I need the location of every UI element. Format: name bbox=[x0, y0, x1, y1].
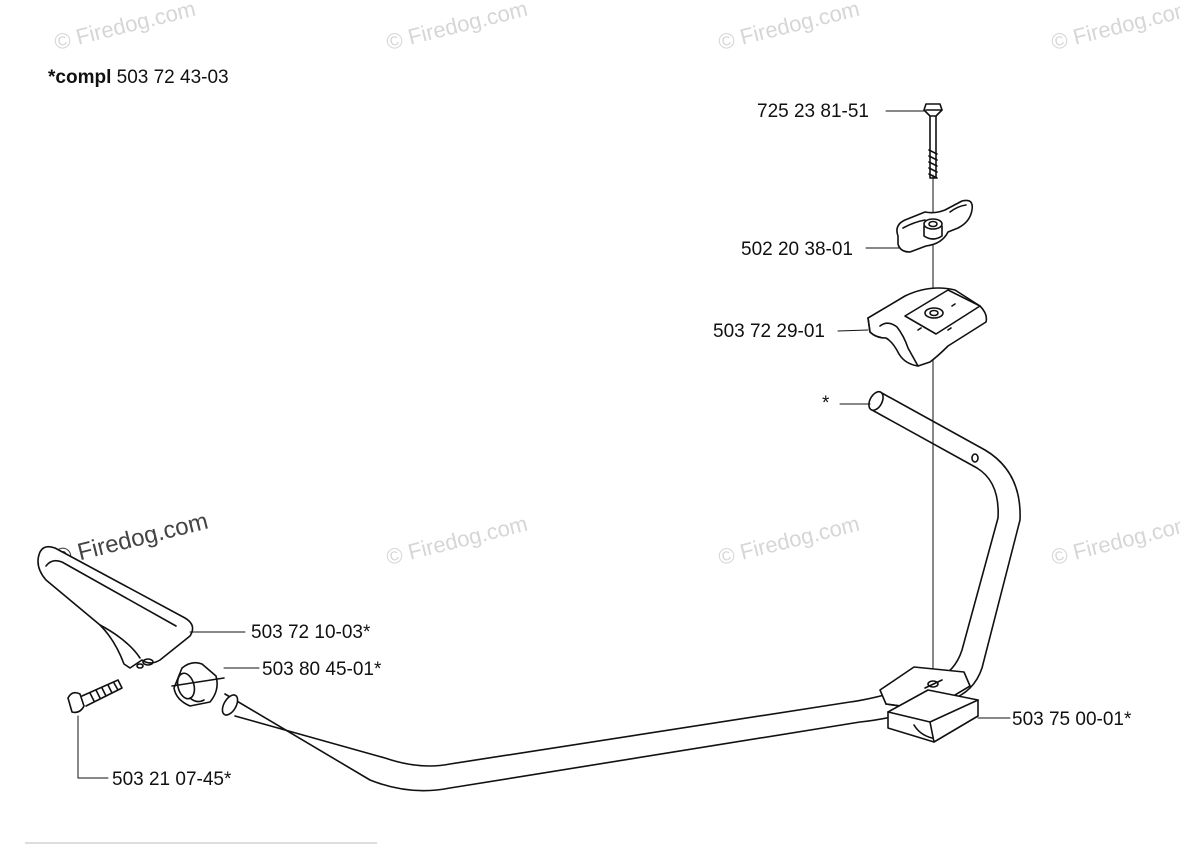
header-prefix: *compl bbox=[48, 67, 112, 88]
bottom-divider bbox=[25, 842, 377, 844]
bolt-725-23-81-51 bbox=[923, 103, 943, 179]
label-screw: 503 21 07-45* bbox=[112, 769, 232, 790]
bracket-503-75-00-01 bbox=[879, 666, 979, 743]
leader-screw bbox=[77, 715, 109, 779]
label-spacer: 503 80 45-01* bbox=[262, 659, 382, 680]
label-bolt: 725 23 81-51 bbox=[757, 101, 869, 122]
assembly-header: *compl 503 72 43-03 bbox=[48, 67, 229, 89]
clamp-503-72-29-01 bbox=[867, 287, 988, 367]
screw-503-21-07-45 bbox=[67, 679, 123, 714]
leader-clamp bbox=[837, 329, 869, 332]
label-clamp: 503 72 29-01 bbox=[713, 321, 825, 342]
label-handle: 503 72 10-03* bbox=[251, 622, 371, 643]
spacer-503-80-45-01 bbox=[171, 661, 225, 707]
handle-grip-503-72-10-03 bbox=[37, 545, 194, 669]
label-knob: 502 20 38-01 bbox=[741, 239, 853, 260]
label-bracket: 503 75 00-01* bbox=[1012, 709, 1132, 730]
knob-502-20-38-01 bbox=[896, 199, 974, 253]
header-number: 503 72 43-03 bbox=[116, 67, 229, 88]
label-asterisk: * bbox=[822, 393, 830, 414]
